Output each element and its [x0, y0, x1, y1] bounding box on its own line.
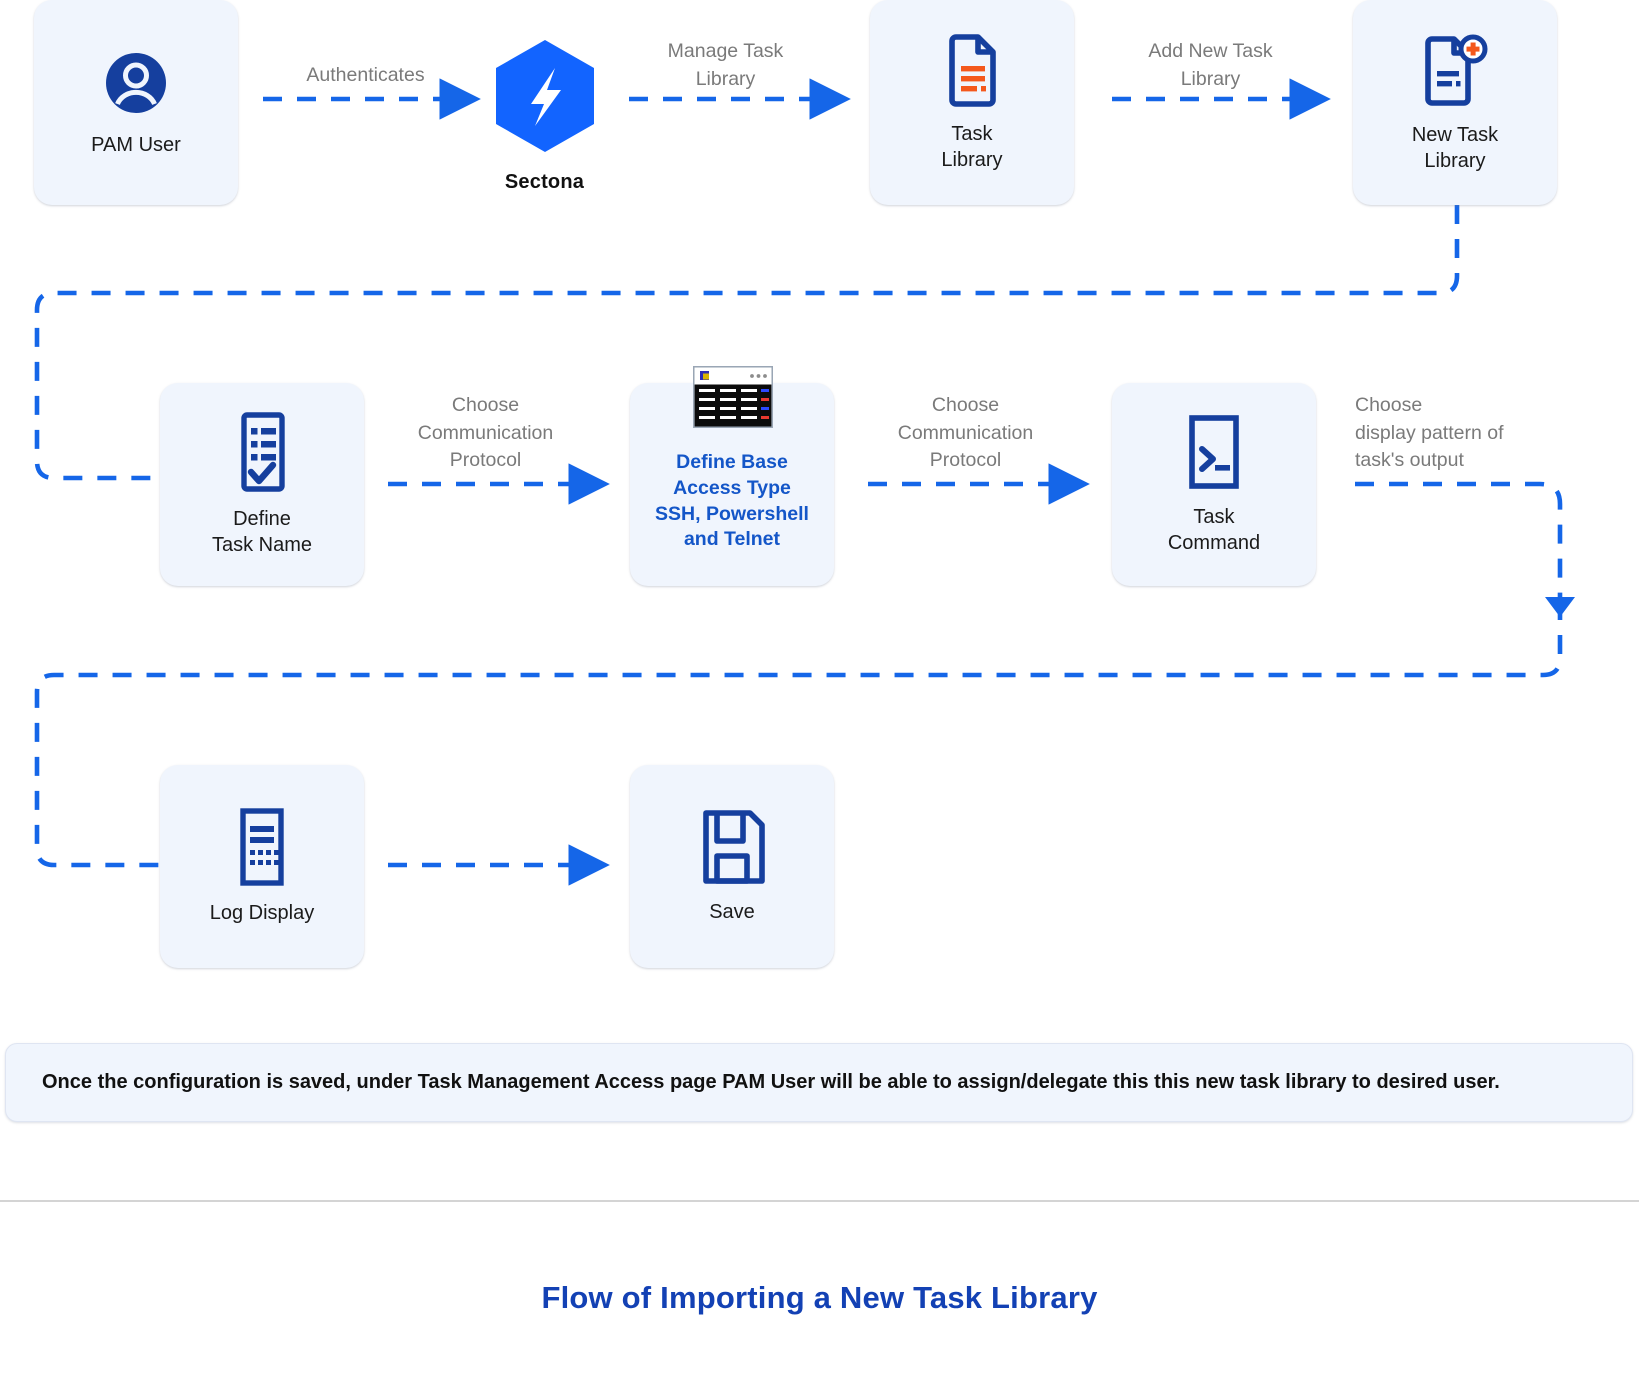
edge-label-manage-task-library: Manage Task Library: [667, 40, 784, 90]
edge-label-choose-display-pattern: Choose display pattern of task's output: [1355, 394, 1504, 472]
diagram-caption: Flow of Importing a New Task Library: [541, 1280, 1098, 1315]
node-label: Define Base Access Type SSH, Powershell …: [655, 451, 809, 551]
edge-label-authenticates: Authenticates: [306, 64, 425, 86]
terminal-window-icon: [693, 366, 774, 433]
sectona-brand: Sectona: [478, 38, 611, 194]
document-list-icon: [938, 32, 1006, 108]
node-define-task-name[interactable]: Define Task Name: [160, 383, 364, 586]
node-label: Task Library: [941, 122, 1003, 171]
arrowhead-down-marker: [1545, 597, 1575, 617]
node-label: Task Command: [1167, 505, 1261, 554]
document-add-icon: [1416, 31, 1494, 109]
node-new-task-library[interactable]: New Task Library: [1353, 0, 1557, 205]
footer-divider: [0, 1200, 1639, 1202]
node-label: PAM User: [91, 133, 181, 156]
sectona-hex-logo: [493, 38, 597, 159]
user-avatar-icon: [100, 47, 172, 119]
arrow-choose-display-pattern: [1355, 481, 1563, 601]
node-task-command[interactable]: Task Command: [1112, 383, 1316, 586]
node-task-library[interactable]: Task Library: [870, 0, 1074, 205]
node-log-display[interactable]: Log Display: [160, 765, 364, 968]
node-label: Log Display: [209, 901, 315, 924]
info-note-text: Once the configuration is saved, under T…: [42, 1071, 1500, 1093]
checklist-icon: [229, 411, 295, 493]
node-label: New Task Library: [1411, 123, 1499, 172]
node-save[interactable]: Save: [630, 765, 834, 968]
node-label: Save: [709, 900, 755, 923]
log-document-icon: [227, 807, 297, 887]
command-prompt-icon: [1178, 413, 1250, 491]
edge-label-add-new-task-library: Add New Task Library: [1148, 40, 1273, 90]
floppy-disk-icon: [692, 808, 772, 886]
edge-label-choose-protocol-1: Choose Communication Protocol: [417, 394, 554, 472]
brand-label: Sectona: [504, 171, 585, 193]
info-note: Once the configuration is saved, under T…: [5, 1043, 1633, 1122]
node-label: Define Task Name: [211, 507, 313, 556]
node-pam-user[interactable]: PAM User: [34, 0, 238, 205]
edge-label-choose-protocol-2: Choose Communication Protocol: [897, 394, 1034, 472]
